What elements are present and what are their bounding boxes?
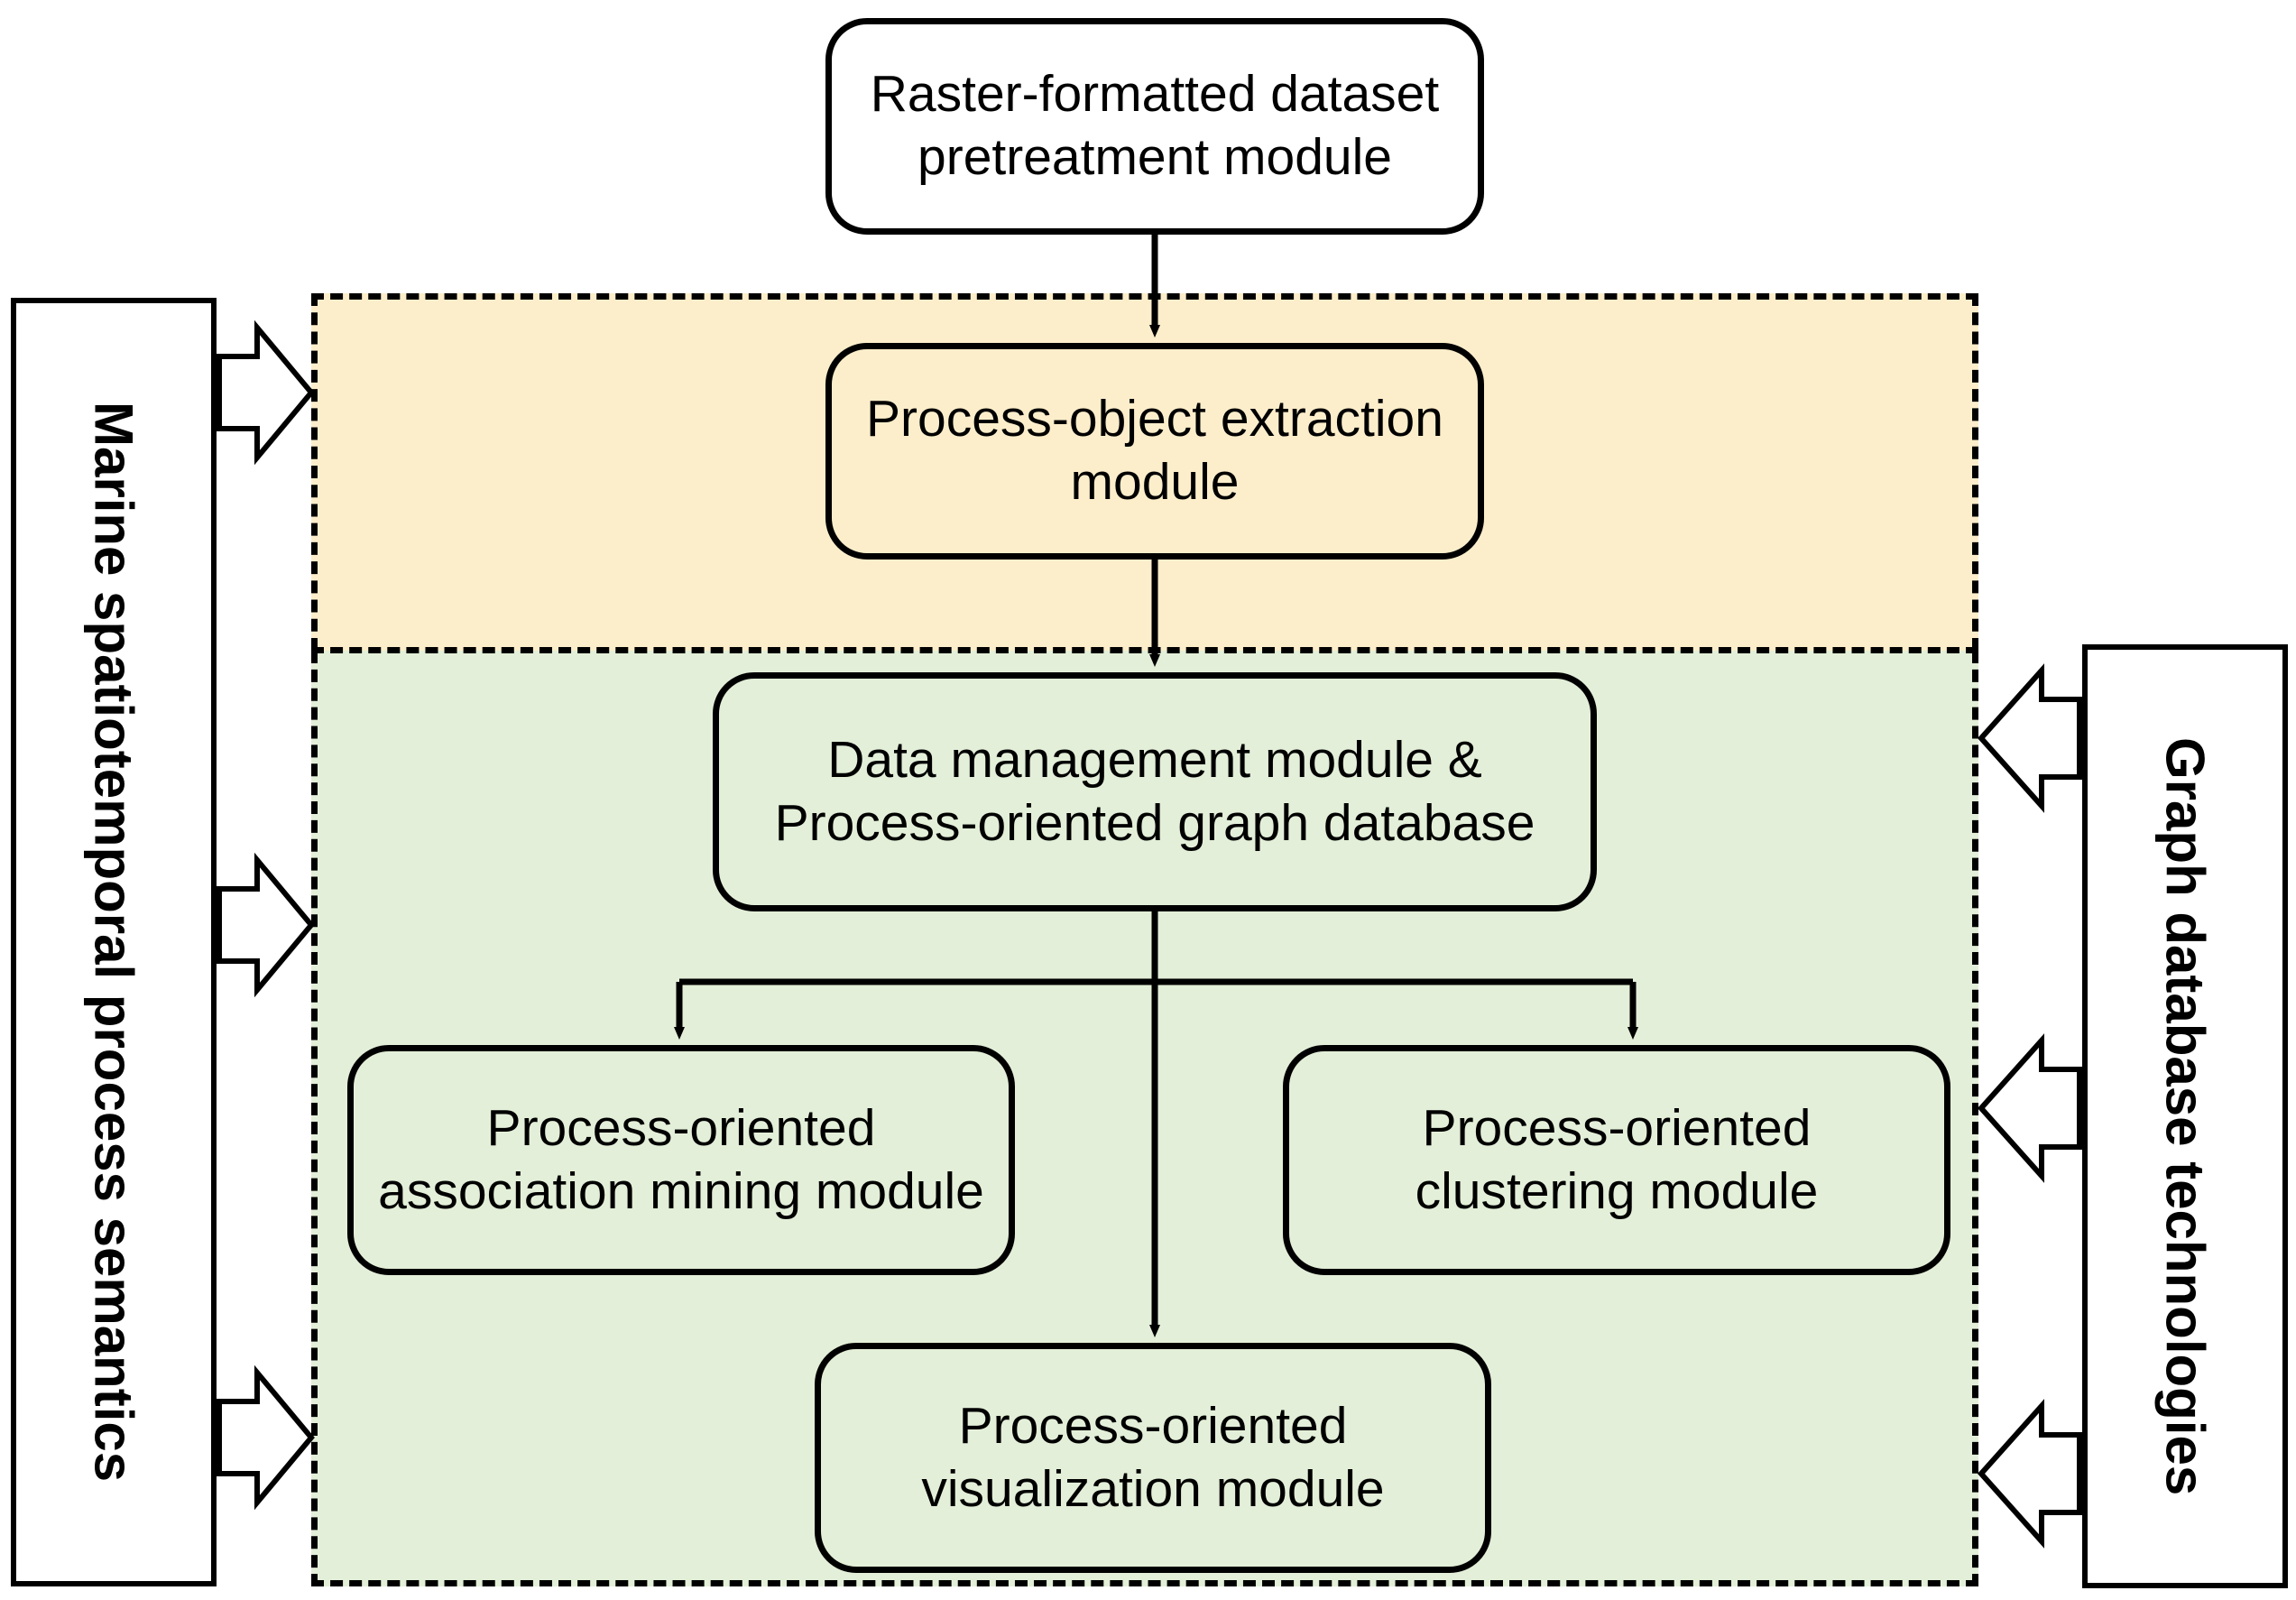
module-label-line2: pretreatment module [917,128,1392,186]
module-label-line2: module [1070,453,1240,511]
left-banner-label: Marine spatiotemporal process semantics [83,402,144,1483]
module-label: Raster-formatted dataset pretreatment mo… [871,63,1439,189]
module-raster-pretreatment[interactable]: Raster-formatted dataset pretreatment mo… [825,18,1484,235]
module-label-line2: visualization module [921,1459,1385,1518]
module-label-line2: Process-oriented graph database [774,793,1535,852]
module-label-line1: Process-oriented [1422,1098,1812,1157]
module-label-line1: Data management module & [827,730,1482,789]
block-arrow-right-2-icon [1977,1033,2082,1183]
module-label: Process-oriented association mining modu… [378,1097,984,1223]
module-label-line2: association mining module [378,1161,984,1220]
module-clustering[interactable]: Process-oriented clustering module [1283,1045,1950,1275]
module-label-line1: Raster-formatted dataset [870,65,1440,124]
module-label: Data management module & Process-oriente… [775,729,1535,855]
module-label-line1: Process-oriented [486,1098,876,1157]
module-label: Process-oriented visualization module [921,1395,1384,1521]
right-banner-label: Graph database technologies [2154,736,2216,1496]
module-label-line1: Process-object extraction [866,390,1443,449]
module-label: Process-oriented clustering module [1415,1097,1819,1223]
block-arrow-left-3-icon [217,1364,315,1511]
left-banner-marine-semantics: Marine spatiotemporal process semantics [11,298,217,1586]
block-arrow-left-1-icon [217,319,315,466]
block-arrow-right-3-icon [1977,1399,2082,1549]
module-association-mining[interactable]: Process-oriented association mining modu… [347,1045,1015,1275]
module-label-line2: clustering module [1415,1161,1819,1220]
block-arrow-right-1-icon [1977,663,2082,813]
module-label-line1: Process-oriented [958,1396,1348,1455]
right-banner-graph-db: Graph database technologies [2082,644,2288,1588]
module-label: Process-object extraction module [866,388,1443,513]
module-visualization[interactable]: Process-oriented visualization module [815,1343,1491,1573]
region-divider-dashed [311,647,1978,653]
module-data-management-graph-db[interactable]: Data management module & Process-oriente… [713,672,1597,911]
block-arrow-left-2-icon [217,852,315,998]
module-process-object-extraction[interactable]: Process-object extraction module [825,343,1484,560]
